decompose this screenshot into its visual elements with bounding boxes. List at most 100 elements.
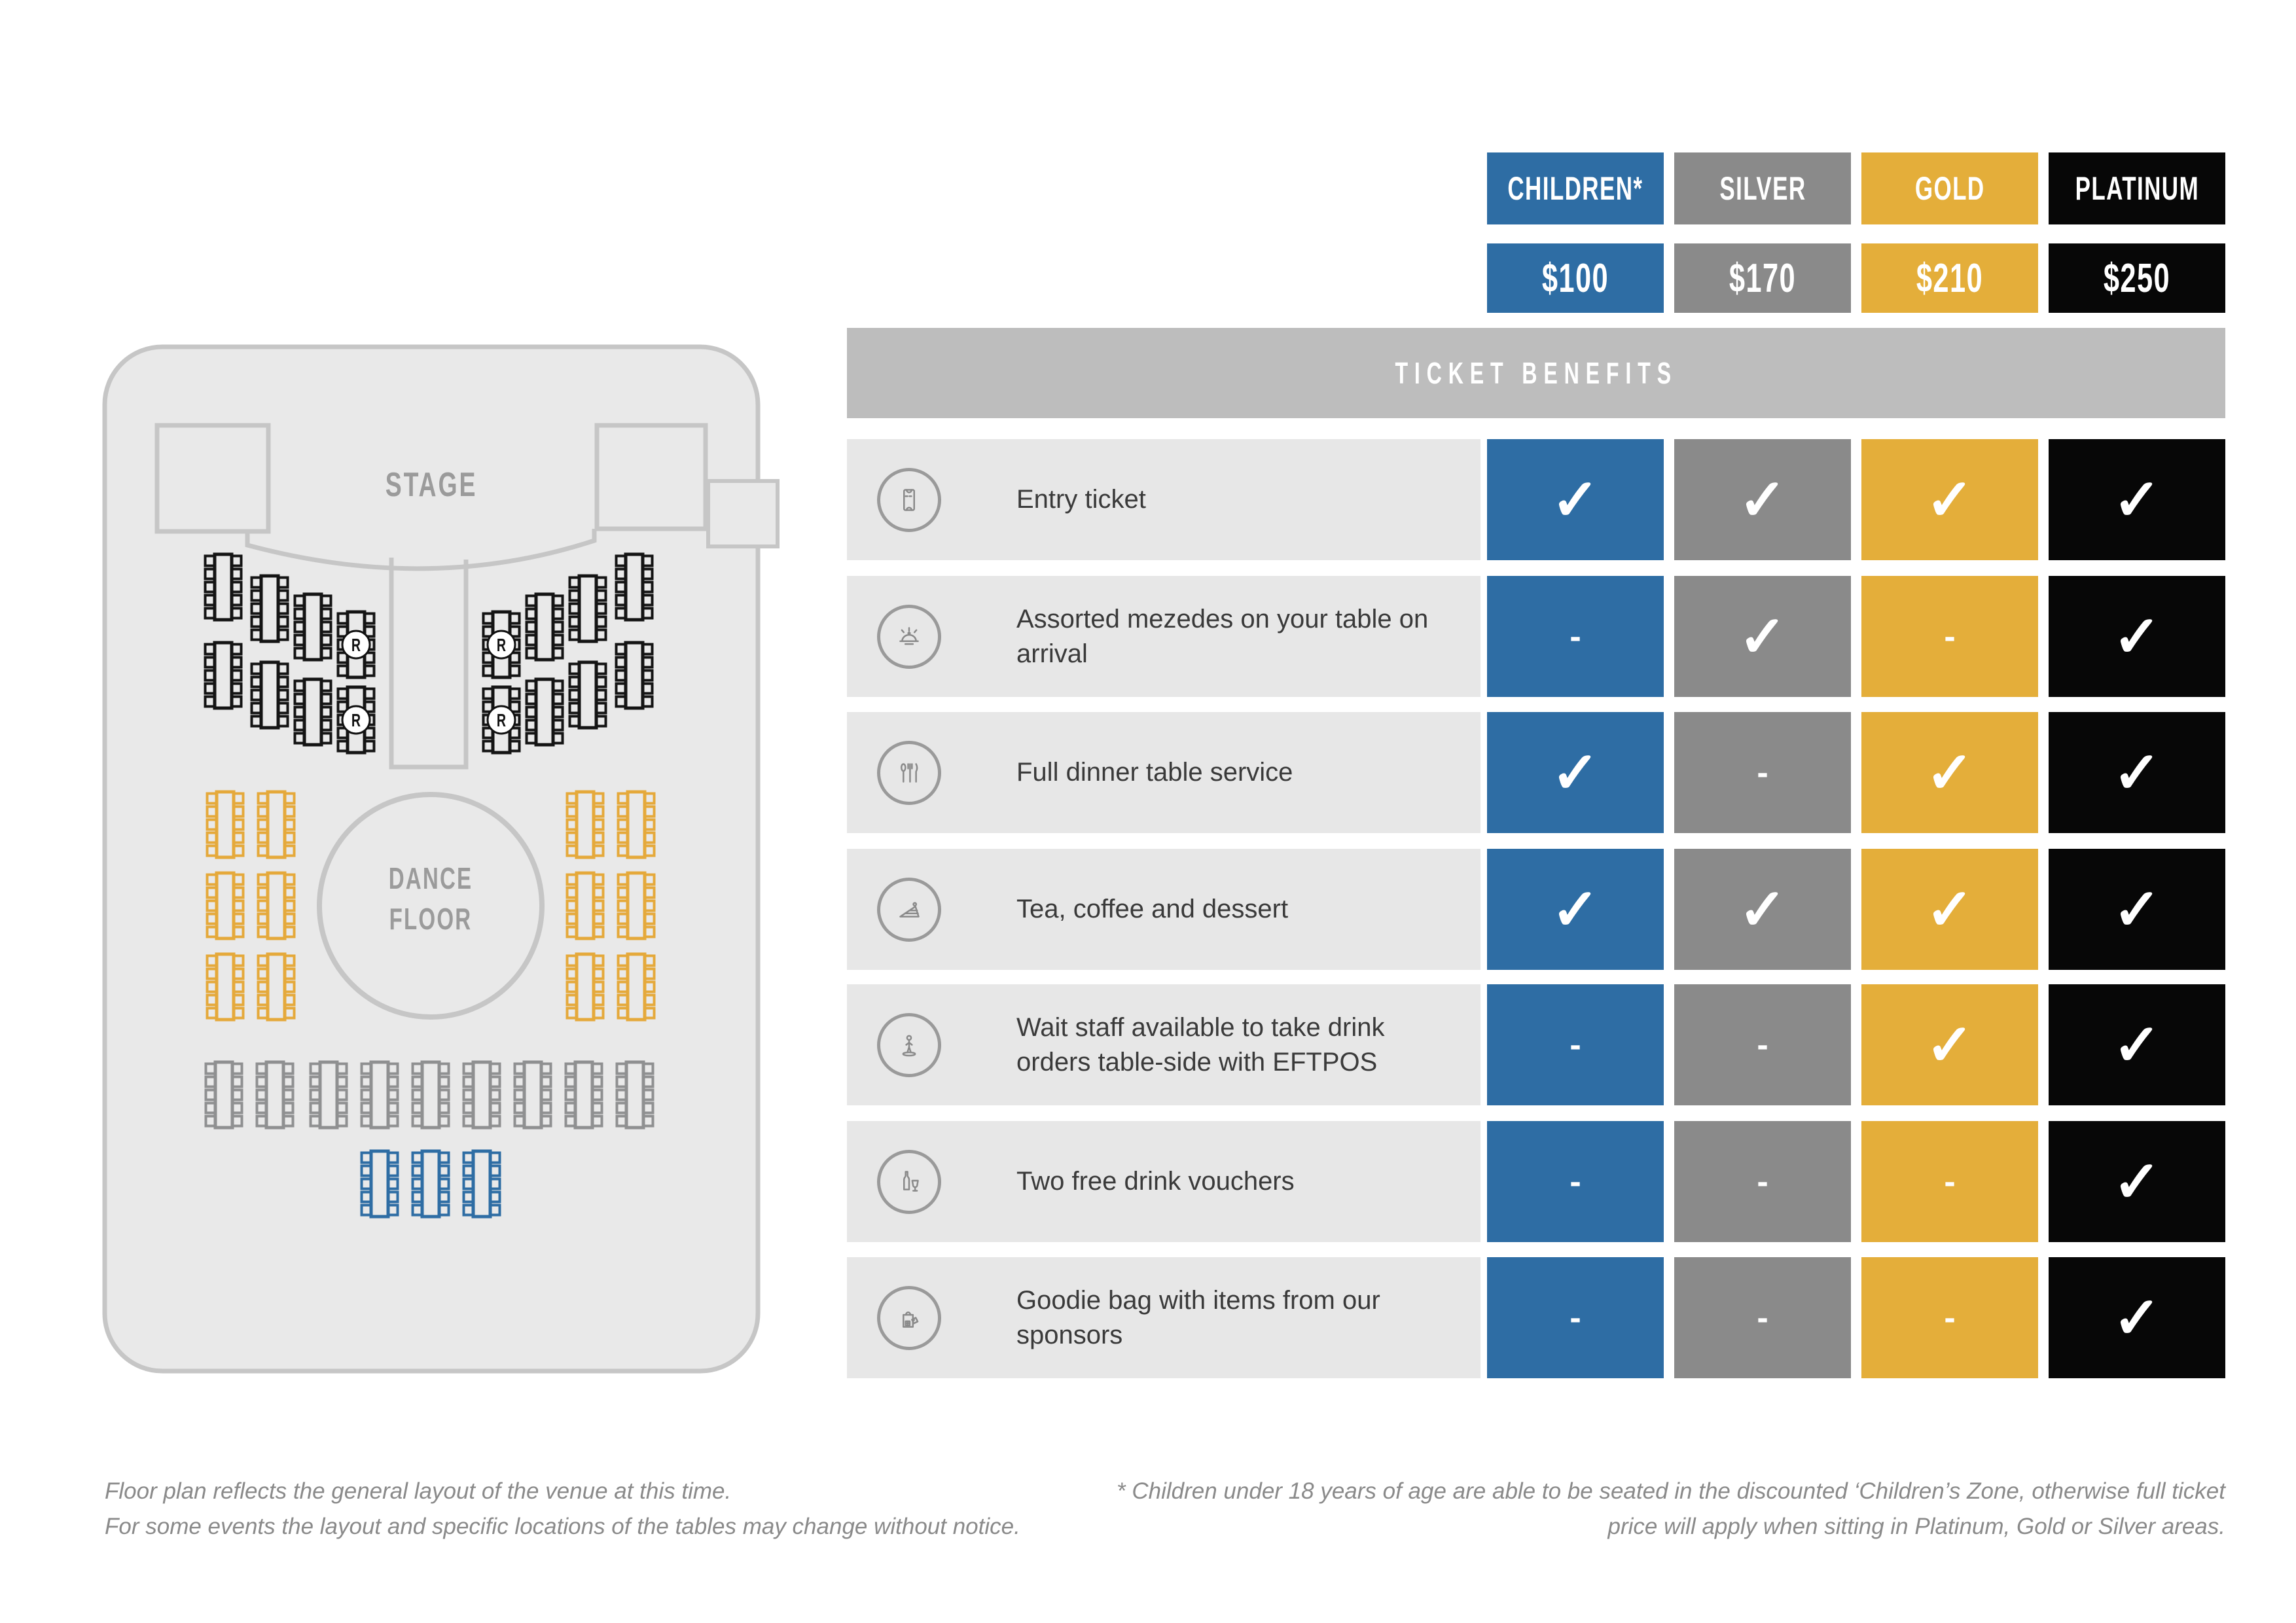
table-gold <box>206 790 245 859</box>
table-children <box>360 1149 399 1219</box>
reserved-label: R <box>497 635 506 656</box>
benefit-cell-platinum: ✓ <box>2049 849 2225 970</box>
table-top <box>213 641 234 710</box>
reserved-circle <box>341 630 371 660</box>
table-platinum <box>568 660 607 730</box>
table-top <box>624 552 645 622</box>
reserved-table-badge: R <box>341 705 371 735</box>
dash-icon: - <box>1570 1162 1581 1201</box>
reserved-circle <box>486 705 516 735</box>
table-gold <box>257 952 296 1022</box>
benefit-cell-silver: - <box>1674 1121 1851 1242</box>
table-top <box>215 790 236 859</box>
table-top <box>420 1060 441 1130</box>
center-aisle <box>389 558 469 770</box>
table-platinum <box>615 552 654 622</box>
table-top <box>266 871 287 940</box>
benefit-label: Wait staff available to take drink order… <box>1016 1012 1385 1077</box>
dash-icon: - <box>1944 617 1956 656</box>
ticket-icon <box>877 467 941 532</box>
table-top <box>369 1060 390 1130</box>
benefit-label-cell: Assorted mezedes on your table on arriva… <box>847 576 1480 697</box>
table-top <box>213 1060 234 1130</box>
benefit-cell-children: ✓ <box>1487 849 1664 970</box>
floor-plan-footnote-line2: For some events the layout and specific … <box>105 1514 1020 1540</box>
table-silver <box>615 1060 655 1130</box>
cutlery-icon <box>877 740 941 805</box>
table-top <box>215 871 236 940</box>
table-platinum <box>293 592 332 662</box>
benefit-cell-silver: ✓ <box>1674 576 1851 697</box>
benefit-label: Assorted mezedes on your table on arriva… <box>1016 604 1429 668</box>
stage-left-box <box>154 423 271 534</box>
table-gold <box>617 790 656 859</box>
cake-icon <box>877 877 941 942</box>
benefit-label: Full dinner table service <box>1016 758 1293 787</box>
check-icon: ✓ <box>1738 467 1787 532</box>
benefit-label-cell: Goodie bag with items from our sponsors <box>847 1257 1480 1378</box>
tier-name-children: CHILDREN* <box>1507 170 1643 207</box>
check-icon: ✓ <box>2113 1012 2161 1077</box>
benefit-row: Wait staff available to take drink order… <box>847 984 2225 1105</box>
check-icon: ✓ <box>2113 740 2161 805</box>
benefit-cell-children: ✓ <box>1487 712 1664 833</box>
dance-floor-circle <box>317 792 545 1020</box>
table-top <box>575 871 596 940</box>
check-icon: ✓ <box>1551 740 1600 805</box>
table-silver <box>360 1060 399 1130</box>
check-icon: ✓ <box>2113 1285 2161 1350</box>
table-gold <box>565 790 605 859</box>
table-top <box>522 1060 543 1130</box>
table-top <box>624 641 645 710</box>
benefit-label: Two free drink vouchers <box>1016 1167 1295 1196</box>
table-top <box>369 1149 390 1219</box>
table-top <box>318 1060 339 1130</box>
reserved-label: R <box>351 635 361 656</box>
benefit-cell-silver: - <box>1674 1257 1851 1378</box>
benefit-row: Two free drink vouchers---✓ <box>847 1121 2225 1242</box>
table-top <box>266 790 287 859</box>
check-icon: ✓ <box>1551 467 1600 532</box>
benefit-cell-children: - <box>1487 576 1664 697</box>
check-icon: ✓ <box>2113 1149 2161 1214</box>
benefit-cell-gold: - <box>1861 1121 2038 1242</box>
dash-icon: - <box>1570 617 1581 656</box>
benefit-cell-gold: ✓ <box>1861 849 2038 970</box>
benefit-cell-silver: - <box>1674 984 1851 1105</box>
table-children <box>462 1149 501 1219</box>
table-top <box>264 1060 285 1130</box>
goodie-bag-icon <box>877 1285 941 1350</box>
children-zone-footnote-line1: * Children under 18 years of age are abl… <box>1117 1478 2225 1504</box>
tables-layer: R R R R <box>204 552 656 1219</box>
check-icon: ✓ <box>1926 740 1974 805</box>
benefit-label: Entry ticket <box>1016 485 1146 514</box>
benefit-label-cell: Full dinner table service <box>847 712 1480 833</box>
table-top <box>534 677 555 747</box>
benefit-label-cell: Tea, coffee and dessert <box>847 849 1480 970</box>
table-top <box>575 952 596 1022</box>
reserved-table-badge: R <box>486 630 516 660</box>
table-silver <box>411 1060 450 1130</box>
tier-price-box-silver: $170 <box>1674 243 1851 313</box>
check-icon: ✓ <box>1551 876 1600 942</box>
children-zone-footnote: * Children under 18 years of age are abl… <box>1117 1474 2225 1545</box>
table-top <box>626 871 647 940</box>
stage-label: STAGE <box>386 465 478 504</box>
reserved-circle <box>341 705 371 735</box>
stage-right-box <box>594 423 708 531</box>
table-gold <box>565 952 605 1022</box>
table-platinum <box>204 552 243 622</box>
table-silver <box>204 1060 243 1130</box>
tier-column-silver: SILVER <box>1674 152 1851 224</box>
floor-plan-footnote: Floor plan reflects the general layout o… <box>105 1474 1020 1545</box>
reserved-table-badge: R <box>486 705 516 735</box>
table-platinum <box>250 574 289 643</box>
stage-apron-curve <box>245 529 597 571</box>
dance-floor-label-line1: DANCE <box>389 863 473 895</box>
table-platinum <box>568 574 607 643</box>
check-icon: ✓ <box>1926 467 1974 532</box>
table-top <box>573 1060 594 1130</box>
check-icon: ✓ <box>1738 603 1787 669</box>
table-top <box>259 660 280 730</box>
